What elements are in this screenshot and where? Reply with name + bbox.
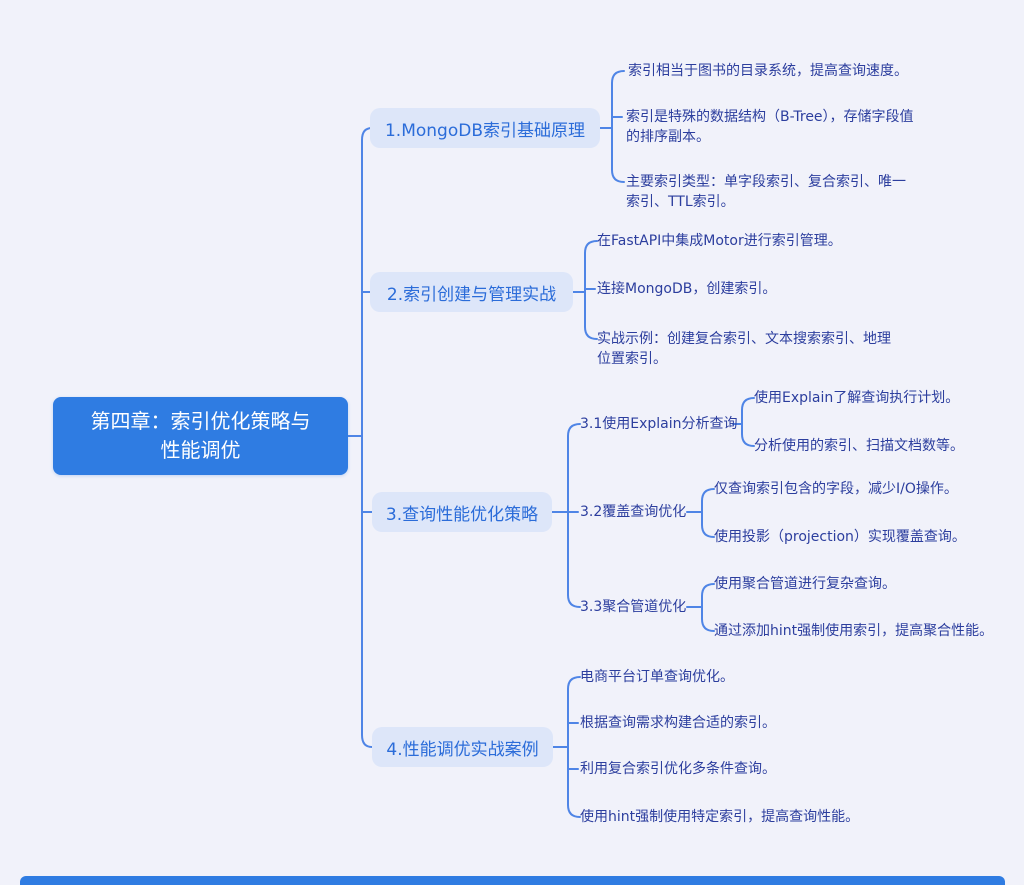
branch-node-1[interactable]: 1.MongoDB索引基础原理 xyxy=(370,108,600,148)
connector xyxy=(701,583,715,632)
connector xyxy=(361,127,373,748)
leaf-node[interactable]: 通过添加hint强制使用索引，提高聚合性能。 xyxy=(714,623,994,639)
connector xyxy=(701,488,715,538)
sub-branch-node-3-2[interactable]: 3.2覆盖查询优化 xyxy=(580,504,687,520)
connector xyxy=(741,397,755,447)
connector xyxy=(567,423,581,608)
leaf-node[interactable]: 仅查询索引包含的字段，减少I/O操作。 xyxy=(714,481,958,497)
branch-node-3[interactable]: 3.查询性能优化策略 xyxy=(372,492,552,532)
leaf-node[interactable]: 使用Explain了解查询执行计划。 xyxy=(754,390,960,406)
leaf-node[interactable]: 利用复合索引优化多条件查询。 xyxy=(580,761,776,777)
leaf-node[interactable]: 连接MongoDB，创建索引。 xyxy=(597,281,777,297)
leaf-node[interactable]: 索引是特殊的数据结构（B-Tree），存储字段值的排序副本。 xyxy=(626,109,914,145)
root-node[interactable]: 第四章：索引优化策略与性能调优 xyxy=(53,397,348,475)
partial-node-bar[interactable] xyxy=(20,876,1005,885)
leaf-node[interactable]: 使用投影（projection）实现覆盖查询。 xyxy=(714,529,966,545)
leaf-node[interactable]: 根据查询需求构建合适的索引。 xyxy=(580,715,776,731)
leaf-node[interactable]: 分析使用的索引、扫描文档数等。 xyxy=(754,438,964,454)
sub-branch-node-3-3[interactable]: 3.3聚合管道优化 xyxy=(580,599,687,615)
sub-branch-node-3-1[interactable]: 3.1使用Explain分析查询 xyxy=(580,416,738,432)
leaf-node[interactable]: 使用聚合管道进行复杂查询。 xyxy=(714,576,896,592)
leaf-node[interactable]: 索引相当于图书的目录系统，提高查询速度。 xyxy=(628,63,908,79)
leaf-node[interactable]: 在FastAPI中集成Motor进行索引管理。 xyxy=(597,233,842,249)
leaf-node[interactable]: 电商平台订单查询优化。 xyxy=(580,669,734,685)
leaf-node[interactable]: 使用hint强制使用特定索引，提高查询性能。 xyxy=(580,809,860,825)
leaf-node[interactable]: 实战示例：创建复合索引、文本搜索索引、地理位置索引。 xyxy=(597,331,891,367)
branch-node-4[interactable]: 4.性能调优实战案例 xyxy=(372,727,553,767)
connector xyxy=(611,70,625,183)
branch-node-2[interactable]: 2.索引创建与管理实战 xyxy=(370,272,573,312)
connector xyxy=(567,676,581,818)
leaf-node[interactable]: 主要索引类型：单字段索引、复合索引、唯一索引、TTL索引。 xyxy=(626,174,906,210)
